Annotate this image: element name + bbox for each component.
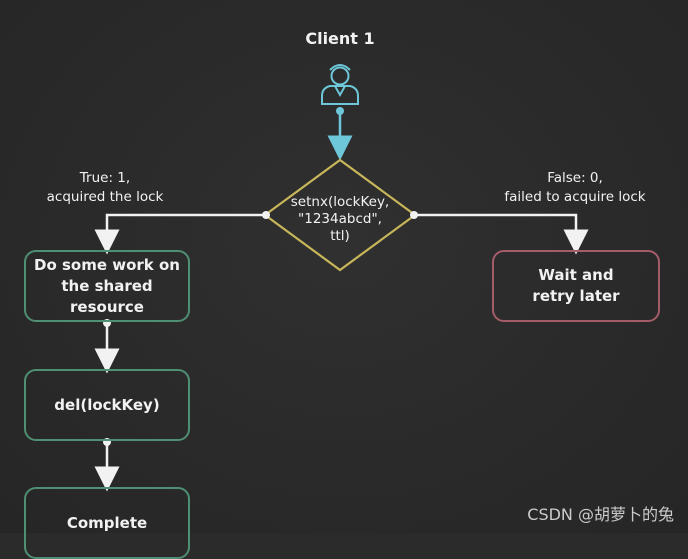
true-branch-connector [94,211,270,255]
false-branch-connector [410,211,589,255]
false-branch-label: False: 0, failed to acquire lock [504,170,646,205]
true-branch-label: True: 1, acquired the lock [46,170,164,205]
del-to-complete-connector [94,438,120,492]
diagram-title: Client 1 [305,29,375,48]
client-connector [327,107,353,161]
work-to-del-connector [94,319,120,374]
watermark-text: CSDN @胡萝卜的兔 [527,505,674,524]
decision-text: setnx(lockKey, "1234abcd", ttl) [290,194,390,244]
wait-retry-step-box: Wait and retry later [492,250,660,322]
decision-diamond [263,158,417,272]
delete-lock-step-box: del(lockKey) [24,369,190,441]
work-step-box: Do some work on the shared resource [24,250,190,322]
user-icon [321,64,359,105]
complete-step-box: Complete [24,487,190,559]
